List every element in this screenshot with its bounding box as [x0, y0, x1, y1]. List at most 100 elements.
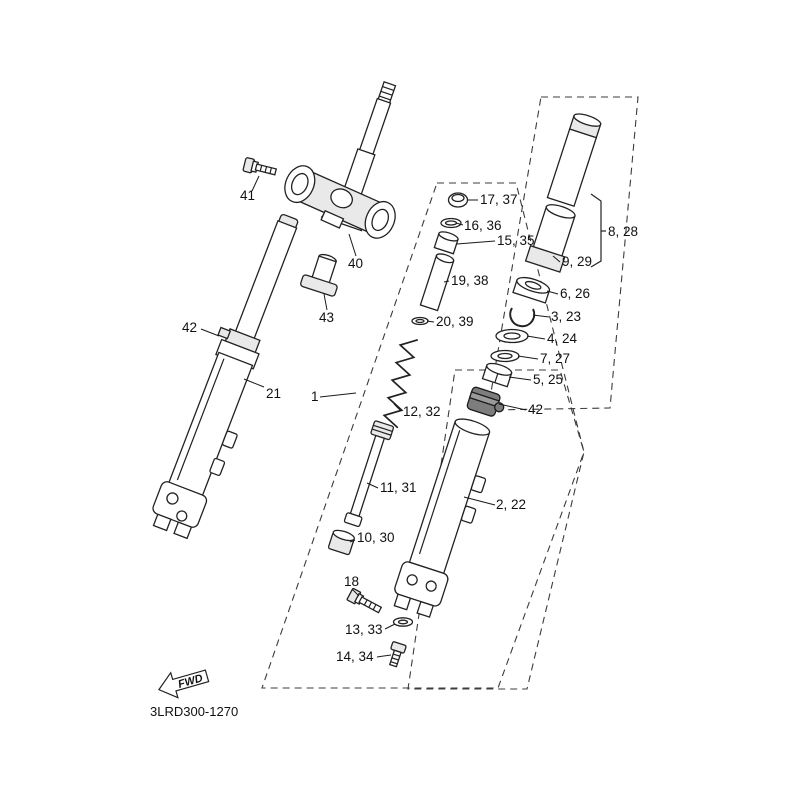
- callout-11-31: 11, 31: [380, 480, 417, 495]
- leader-3-23: [532, 314, 550, 318]
- under-bracket-left-boss-hole: [290, 172, 309, 196]
- callout-42-right: 42: [528, 402, 543, 417]
- cylinder-9-29: [524, 204, 576, 273]
- left-fork-outer-tube: [167, 351, 254, 497]
- leader-11-31: [366, 482, 379, 489]
- leader-42-left: [200, 328, 220, 337]
- callout-4-24: 4, 24: [547, 331, 578, 346]
- left-fork-leg: [152, 213, 299, 540]
- bolt-41-thread: [269, 167, 272, 174]
- spacer-tube-body: [546, 128, 598, 208]
- tube-19-38-top: [435, 253, 455, 264]
- under-bracket-right-boss-hole: [371, 208, 390, 232]
- washer-7-27-hole: [497, 352, 513, 360]
- leader-16-36: [455, 222, 464, 226]
- oil-seal-4-24-hole: [503, 332, 521, 340]
- stem-thread-line: [379, 95, 391, 101]
- cylinder-9-29-collar: [524, 244, 566, 273]
- callout-5-25: 5, 25: [533, 372, 563, 387]
- callout-42-left: 42: [182, 320, 197, 335]
- bolt-41-thread: [259, 165, 263, 172]
- oring-20-39-hole: [415, 318, 425, 324]
- leader-13-33: [384, 623, 396, 630]
- damper-rod-11-31: [343, 420, 395, 528]
- callout-21: 21: [266, 386, 281, 401]
- outer-tube-body: [408, 420, 491, 575]
- seat-15-35-top: [438, 231, 459, 242]
- damper-rod-ring-groove: [371, 428, 392, 436]
- clip-3-23: [509, 307, 536, 328]
- screw-14-34-thread: [391, 657, 399, 661]
- cap-43: [300, 253, 338, 297]
- spacer-tube-top: [573, 113, 602, 127]
- clamp-42-right: [466, 386, 505, 417]
- leader-43: [323, 293, 328, 311]
- callout-15-35: 15, 35: [497, 233, 535, 248]
- screw-14-34-thread: [392, 653, 400, 657]
- damper-rod-ring-groove: [373, 424, 393, 433]
- left-fork-axle-bracket: [152, 481, 208, 528]
- callout-9-29: 9, 29: [562, 254, 592, 269]
- bolt-18-thread: [368, 601, 373, 608]
- callout-1: 1: [311, 389, 319, 404]
- callout-20-39: 20, 39: [436, 314, 474, 329]
- oring-16-36-hole: [444, 220, 458, 226]
- bolt-18-thread: [372, 604, 377, 611]
- callout-16-36: 16, 36: [464, 218, 502, 233]
- group-box-damper-assembly: [261, 182, 585, 689]
- left-fork-tube-highlight: [176, 358, 225, 481]
- leader-14-34: [376, 654, 392, 658]
- callout-10-30: 10, 30: [357, 530, 395, 545]
- stem-thread-line: [382, 86, 395, 92]
- callout-14-34: 14, 34: [336, 649, 374, 664]
- left-fork-clamp-tab: [217, 326, 232, 340]
- group-box-upper-right: [487, 96, 639, 411]
- callout-18: 18: [344, 574, 359, 589]
- fwd-arrow-outline: [158, 669, 210, 699]
- left-fork-bottom-lug-2: [173, 521, 193, 540]
- outer-tube-2-22: [393, 418, 491, 618]
- drawing-number: 3LRD300-1270: [150, 704, 238, 719]
- callout-7-27: 7, 27: [540, 351, 570, 366]
- stem-shaft: [358, 97, 392, 157]
- outer-tube-highlight: [418, 430, 461, 555]
- fwd-arrow: FWD: [158, 669, 210, 699]
- oil-lock-top: [332, 529, 355, 542]
- leader-1: [319, 392, 357, 398]
- callout-12-32: 12, 32: [403, 404, 441, 419]
- under-bracket-stem-hub: [330, 188, 353, 209]
- washer-13-33-hole: [397, 619, 409, 625]
- leader-42-right: [498, 403, 527, 411]
- left-fork-caliper-lug-2: [209, 457, 226, 476]
- leader-18: [351, 588, 360, 597]
- outer-tube-mouth: [454, 418, 491, 436]
- spring-12-32: [382, 338, 419, 429]
- callout-8-28: 8, 28: [608, 224, 638, 239]
- cap-43-flange: [300, 274, 338, 297]
- leader-10-30: [349, 539, 356, 543]
- left-fork-axle-hole-1: [166, 492, 179, 505]
- bolt-41: [242, 157, 278, 176]
- bushing-5-25: [481, 362, 513, 388]
- leader-20-39: [426, 320, 435, 323]
- dust-seal-hole: [524, 280, 542, 290]
- callout-40: 40: [348, 256, 363, 271]
- callout-2-22: 2, 22: [496, 497, 526, 512]
- bracket-8-28: [590, 193, 602, 268]
- callout-3-23: 3, 23: [551, 309, 581, 324]
- leader-21: [243, 378, 265, 388]
- leader-15-35: [456, 240, 496, 245]
- leader-12-32: [393, 403, 402, 412]
- under-bracket: [284, 165, 396, 239]
- tube-19-38-body: [419, 254, 455, 312]
- callout-43: 43: [319, 310, 334, 325]
- outer-tube-bottom-lug-2: [416, 600, 435, 618]
- callout-19-38: 19, 38: [451, 273, 489, 288]
- outer-tube-axle-hole-2: [425, 580, 437, 592]
- under-bracket-stopper: [320, 209, 345, 229]
- leader-9-29: [552, 255, 561, 263]
- bolt-18-thread: [363, 599, 368, 606]
- oil-lock-piece-10-30: [327, 529, 355, 556]
- outer-tube-caliper-lug-1: [470, 475, 487, 494]
